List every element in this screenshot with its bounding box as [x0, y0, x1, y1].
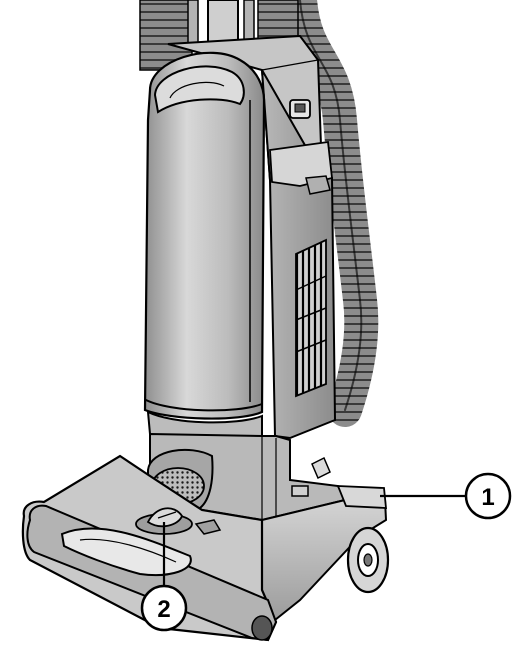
rear-wheel: [346, 526, 390, 594]
callout-2-label: 2: [157, 596, 170, 623]
air-vent: [295, 238, 327, 398]
dust-canister: [143, 51, 266, 446]
front-wheel: [251, 615, 273, 641]
callout-1: 1: [380, 472, 512, 520]
callout-2: 2: [140, 522, 188, 632]
callout-1-label: 1: [481, 484, 494, 511]
hose-coil-top: [139, 0, 299, 71]
hose: [283, 0, 379, 427]
motor-housing: [261, 69, 337, 440]
